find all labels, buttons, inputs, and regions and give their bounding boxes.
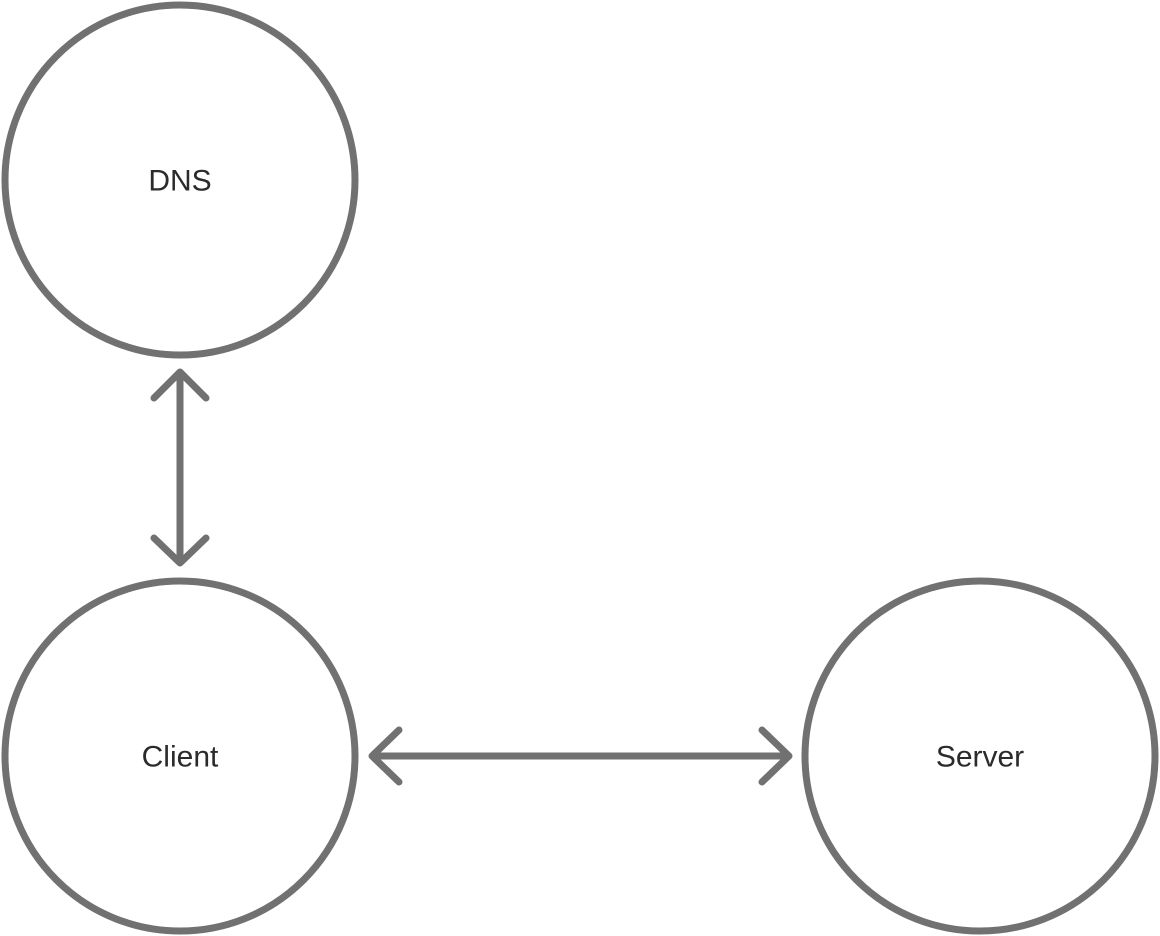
client-server-arrow <box>368 726 793 786</box>
client-dns-arrowhead-top <box>150 368 210 402</box>
dns-node[interactable]: DNS <box>1 1 359 359</box>
client-server-arrowhead-right <box>758 726 793 786</box>
dns-node-label: DNS <box>148 165 211 198</box>
client-dns-arrow <box>150 368 210 567</box>
client-node-label: Client <box>142 741 219 774</box>
server-node-circle <box>801 577 1159 935</box>
server-node-label: Server <box>936 741 1024 774</box>
server-node[interactable]: Server <box>801 577 1159 935</box>
client-node-circle <box>1 577 359 935</box>
dns-node-circle <box>1 1 359 359</box>
client-node[interactable]: Client <box>1 577 359 935</box>
client-dns-arrowhead-bottom <box>150 534 210 567</box>
client-server-arrowhead-left <box>368 726 403 786</box>
